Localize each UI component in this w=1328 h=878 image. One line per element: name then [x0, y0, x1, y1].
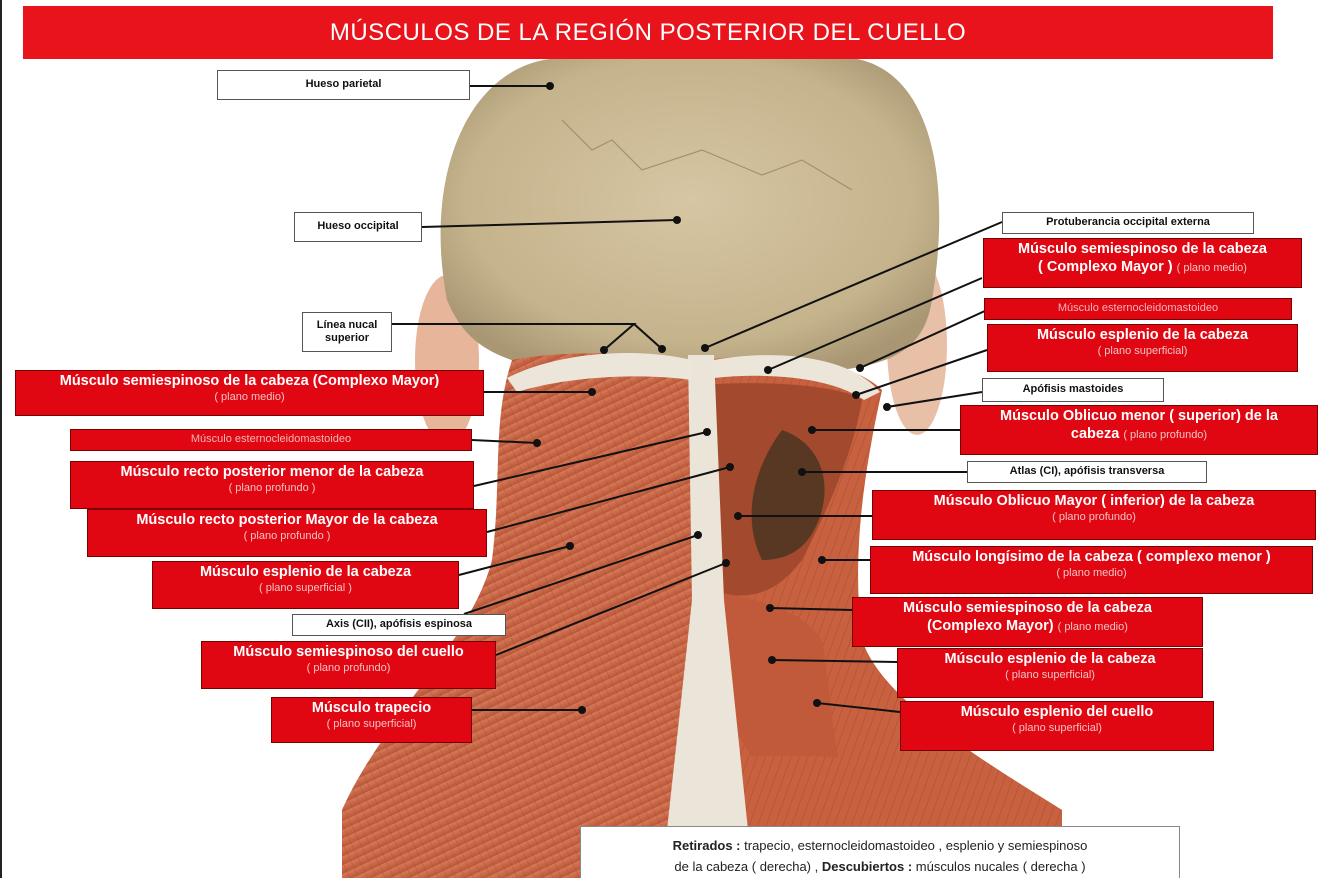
label-plane: ( plano medio) [20, 391, 479, 404]
label-plane: ( plano profundo) [206, 662, 491, 675]
label-plane: ( plano medio) [1177, 262, 1247, 274]
label-name: Músculo recto posterior menor de la cabe… [121, 464, 424, 480]
label-name-line1: Músculo semiespinoso de la cabeza [1018, 241, 1267, 257]
label-name: Músculo esplenio de la cabeza [200, 564, 411, 580]
label-esternocleidomastoideo-right: Músculo esternocleidomastoideo [984, 298, 1292, 320]
note-retirados-label: Retirados : [673, 838, 741, 853]
label-axis: Axis (CII), apófisis espinosa [292, 614, 506, 636]
label-hueso-parietal: Hueso parietal [217, 70, 470, 100]
label-plane: ( plano medio) [875, 567, 1308, 580]
label-name: Músculo trapecio [312, 700, 431, 716]
label-semiespinoso-cabeza-left: Músculo semiespinoso de la cabeza (Compl… [15, 370, 484, 416]
label-name: Músculo Oblicuo Mayor ( inferior) de la … [934, 493, 1255, 509]
label-esternocleidomastoideo-left: Músculo esternocleidomastoideo [70, 429, 472, 451]
label-name: Músculo semiespinoso de la cabeza (Compl… [60, 373, 440, 389]
label-esplenio-cabeza-right-top: Músculo esplenio de la cabeza ( plano su… [987, 324, 1298, 372]
label-esplenio-cabeza-right-bottom: Músculo esplenio de la cabeza ( plano su… [897, 648, 1203, 698]
label-name-line2: ( Complexo Mayor ) [1038, 259, 1173, 275]
label-plane: ( plano profundo) [877, 511, 1311, 524]
label-semiespinoso-cabeza-right-bottom: Músculo semiespinoso de la cabeza (Compl… [852, 597, 1203, 647]
label-plane: ( plano profundo ) [75, 482, 469, 495]
label-plane: ( plano medio) [1058, 621, 1128, 633]
label-trapecio: Músculo trapecio ( plano superficial) [271, 697, 472, 743]
note-descubiertos-text: músculos nucales ( derecha ) [912, 859, 1085, 874]
label-semiespinoso-cuello: Músculo semiespinoso del cuello ( plano … [201, 641, 496, 689]
label-protuberancia: Protuberancia occipital externa [1002, 212, 1254, 234]
label-plane: ( plano superficial ) [157, 582, 454, 595]
label-name-line1: Músculo semiespinoso de la cabeza [903, 600, 1152, 616]
label-esplenio-cabeza-left: Músculo esplenio de la cabeza ( plano su… [152, 561, 459, 609]
label-plane: ( plano superficial) [905, 722, 1209, 735]
note-retirados-text: trapecio, esternocleidomastoideo , esple… [741, 838, 1088, 853]
page-title: MÚSCULOS DE LA REGIÓN POSTERIOR DEL CUEL… [23, 6, 1273, 59]
label-plane: ( plano superficial) [902, 669, 1198, 682]
label-oblicuo-mayor: Músculo Oblicuo Mayor ( inferior) de la … [872, 490, 1316, 540]
note-descubiertos-label: Descubiertos : [818, 859, 912, 874]
label-linea-nucal: Línea nucal superior [302, 312, 392, 352]
label-esplenio-cuello: Músculo esplenio del cuello ( plano supe… [900, 701, 1214, 751]
label-name: Músculo esplenio del cuello [961, 704, 1154, 720]
label-apofisis-mastoides: Apófisis mastoides [982, 378, 1164, 402]
label-name-line2: (Complexo Mayor) [927, 618, 1054, 634]
removed-structures-note: Retirados : trapecio, esternocleidomasto… [580, 826, 1180, 878]
label-name: Músculo recto posterior Mayor de la cabe… [136, 512, 437, 528]
label-name: Músculo semiespinoso del cuello [233, 644, 463, 660]
label-plane: ( plano profundo ) [92, 530, 482, 543]
label-name: Músculo esplenio de la cabeza [944, 651, 1155, 667]
label-longisimo: Músculo longísimo de la cabeza ( complex… [870, 546, 1313, 594]
label-recto-mayor: Músculo recto posterior Mayor de la cabe… [87, 509, 487, 557]
label-semiespinoso-cabeza-right-top: Músculo semiespinoso de la cabeza ( Comp… [983, 238, 1302, 288]
label-hueso-occipital: Hueso occipital [294, 212, 422, 242]
label-name: Músculo esplenio de la cabeza [1037, 327, 1248, 343]
label-name: Músculo longísimo de la cabeza ( complex… [912, 549, 1271, 565]
label-oblicuo-menor: Músculo Oblicuo menor ( superior) de la … [960, 405, 1318, 455]
label-name-line1: Músculo Oblicuo menor ( superior) de la [1000, 408, 1278, 424]
label-atlas: Atlas (CI), apófisis transversa [967, 461, 1207, 483]
label-plane: ( plano superficial) [992, 345, 1293, 358]
skull [441, 58, 940, 374]
label-plane: ( plano superficial) [276, 718, 467, 731]
label-recto-menor: Músculo recto posterior menor de la cabe… [70, 461, 474, 509]
label-name-line2: cabeza [1071, 426, 1119, 442]
note-line2-start: de la cabeza ( derecha) , [674, 859, 818, 874]
label-plane: ( plano profundo) [1123, 429, 1207, 441]
